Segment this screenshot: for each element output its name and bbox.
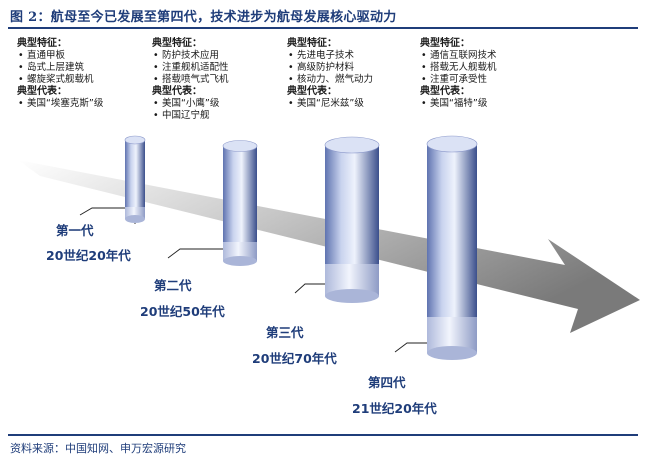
examples-list: 美国“埃塞克斯”级 — [17, 98, 152, 110]
list-item: 注重舰机适配性 — [153, 62, 287, 74]
gen-4-details: 典型特征： 通信互联网技术 搭载无人舰载机 注重可承受性 典型代表： 美国“福特… — [420, 38, 555, 110]
list-item: 先进电子技术 — [288, 50, 422, 62]
gen-1-name: 第一代 — [56, 223, 94, 238]
list-item: 直通甲板 — [18, 50, 152, 62]
gen-1-details: 典型特征： 直通甲板 岛式上层建筑 螺旋桨式舰载机 典型代表： 美国“埃塞克斯”… — [17, 38, 152, 110]
cylinder-gen-3 — [324, 136, 380, 303]
gen-1-era: 20世纪20年代 — [46, 248, 131, 263]
list-item: 中国辽宁舰 — [153, 110, 287, 122]
examples-heading: 典型代表： — [152, 86, 202, 97]
list-item: 防护技术应用 — [153, 50, 287, 62]
list-item: 美国“尼米兹”级 — [288, 98, 422, 110]
list-item: 美国“福特”级 — [421, 98, 555, 110]
features-heading: 典型特征： — [17, 38, 67, 49]
list-item: 通信互联网技术 — [421, 50, 555, 62]
gen-3-details: 典型特征： 先进电子技术 高级防护材料 核动力、燃气动力 典型代表： 美国“尼米… — [287, 38, 422, 110]
list-item: 搭载无人舰载机 — [421, 62, 555, 74]
examples-list: 美国“尼米兹”级 — [287, 98, 422, 110]
examples-heading: 典型代表： — [17, 86, 67, 97]
gen-3-name: 第三代 — [266, 325, 304, 340]
title-rule — [8, 27, 638, 29]
list-item: 螺旋桨式舰载机 — [18, 74, 152, 86]
features-list: 防护技术应用 注重舰机适配性 搭载喷气式飞机 — [152, 50, 287, 86]
features-list: 直通甲板 岛式上层建筑 螺旋桨式舰载机 — [17, 50, 152, 86]
features-heading: 典型特征： — [152, 38, 202, 49]
features-list: 通信互联网技术 搭载无人舰载机 注重可承受性 — [420, 50, 555, 86]
examples-list: 美国“小鹰”级 中国辽宁舰 — [152, 98, 287, 122]
list-item: 注重可承受性 — [421, 74, 555, 86]
examples-heading: 典型代表： — [287, 86, 337, 97]
list-item: 岛式上层建筑 — [18, 62, 152, 74]
features-heading: 典型特征： — [287, 38, 337, 49]
gen-4-era: 21世纪20年代 — [352, 401, 437, 416]
list-item: 搭载喷气式飞机 — [153, 74, 287, 86]
examples-heading: 典型代表： — [420, 86, 470, 97]
gen-4-name: 第四代 — [368, 375, 406, 390]
source-rule — [8, 434, 638, 436]
figure-title: 图 2：航母至今已发展至第四代，技术进步为航母发展核心驱动力 — [10, 10, 397, 25]
gen-2-era: 20世纪50年代 — [140, 304, 225, 319]
list-item: 美国“埃塞克斯”级 — [18, 98, 152, 110]
cylinder-gen-1 — [124, 135, 146, 223]
examples-list: 美国“福特”级 — [420, 98, 555, 110]
cylinder-gen-4 — [426, 135, 478, 360]
gen-2-name: 第二代 — [154, 278, 192, 293]
cylinder-gen-2 — [222, 140, 258, 266]
features-heading: 典型特征： — [420, 38, 470, 49]
list-item: 高级防护材料 — [288, 62, 422, 74]
source-note: 资料来源：中国知网、申万宏源研究 — [10, 442, 186, 455]
list-item: 美国“小鹰”级 — [153, 98, 287, 110]
gen-3-era: 20世纪70年代 — [252, 351, 337, 366]
list-item: 核动力、燃气动力 — [288, 74, 422, 86]
gen-2-details: 典型特征： 防护技术应用 注重舰机适配性 搭载喷气式飞机 典型代表： 美国“小鹰… — [152, 38, 287, 122]
features-list: 先进电子技术 高级防护材料 核动力、燃气动力 — [287, 50, 422, 86]
